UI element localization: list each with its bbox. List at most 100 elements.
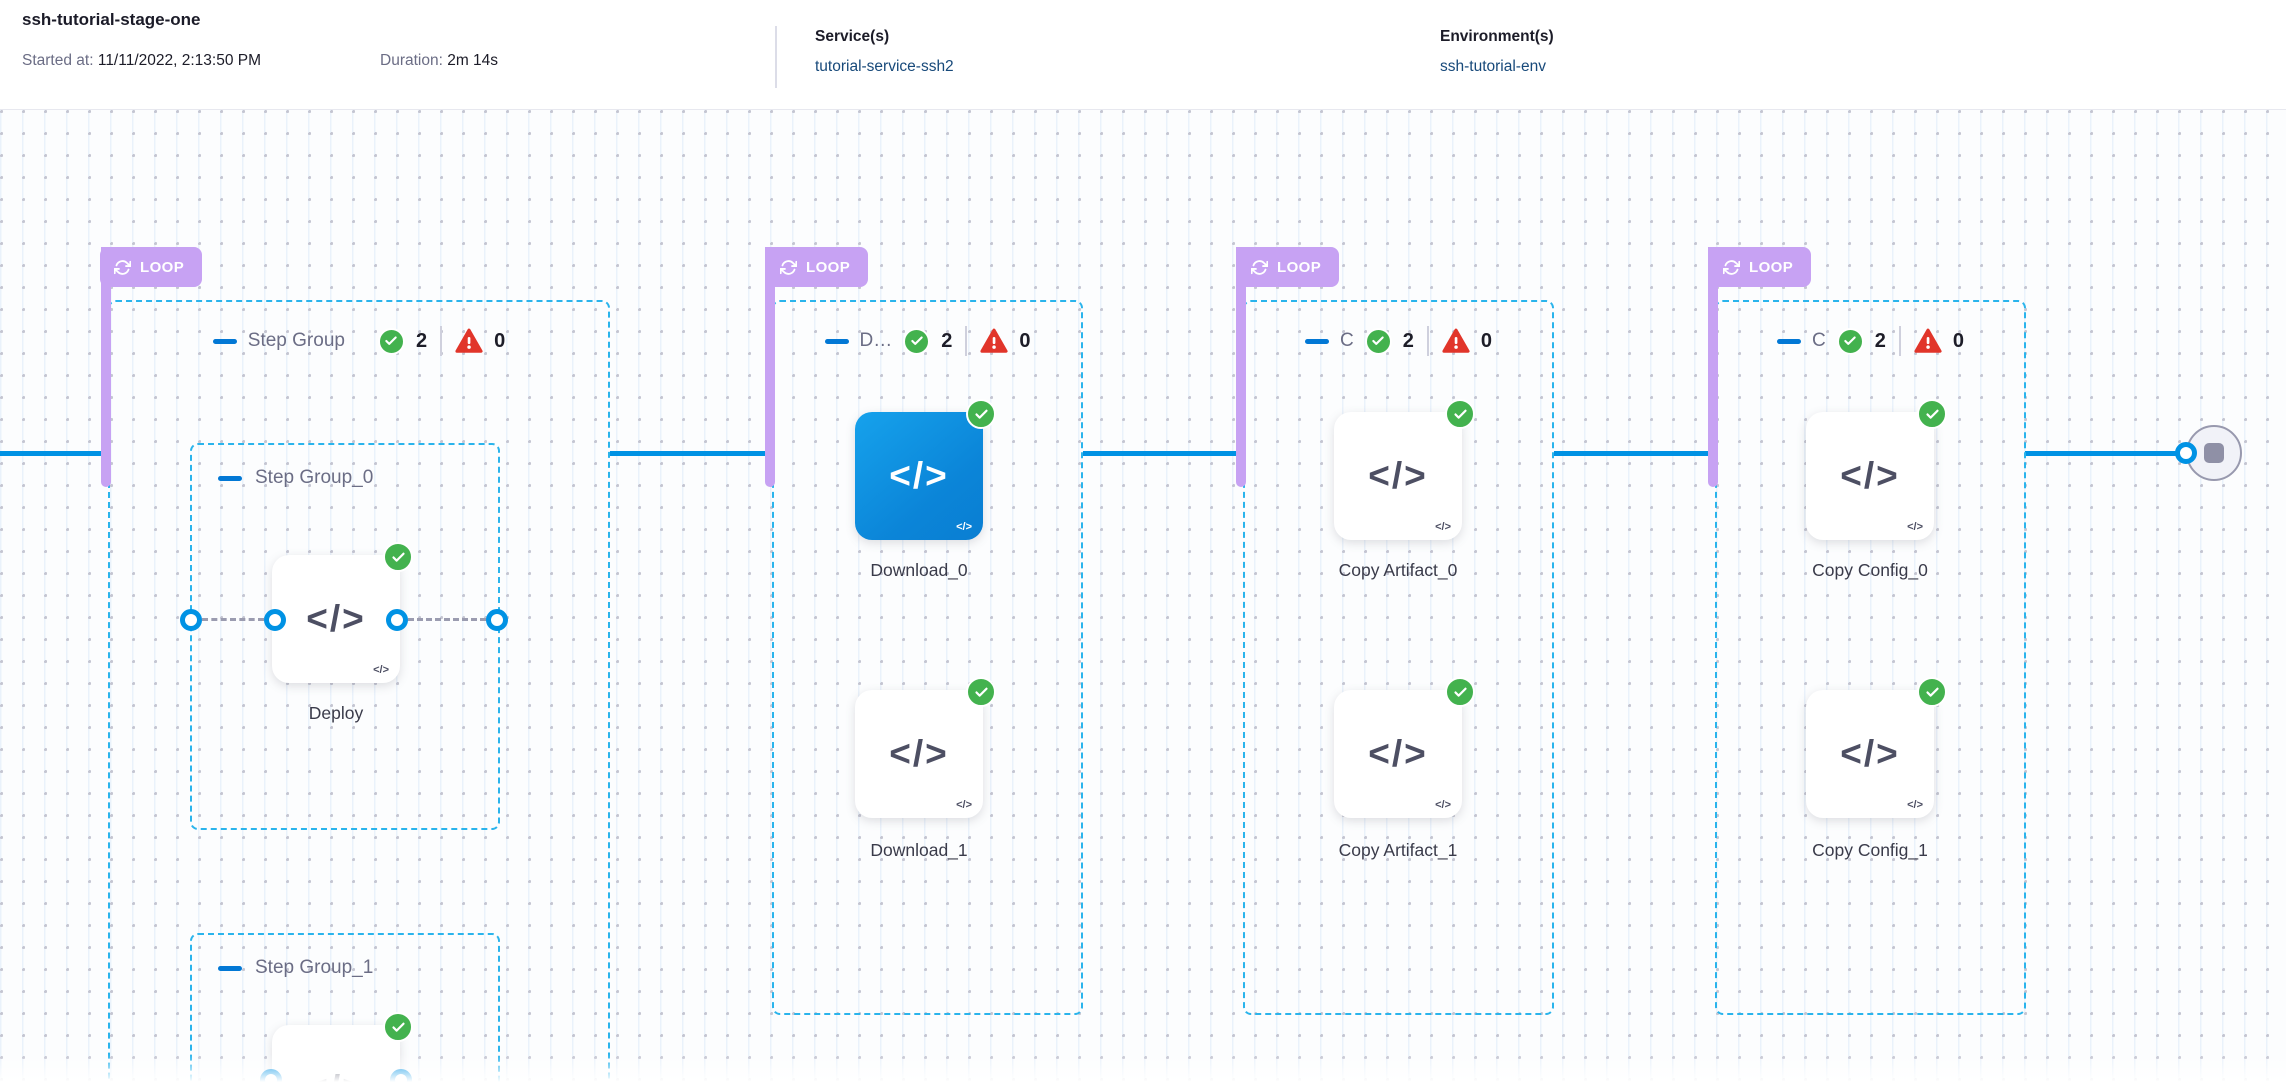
- loop-strip: [1708, 247, 1718, 487]
- code-icon: </>: [889, 733, 949, 774]
- step-node-deploy[interactable]: </> </>: [272, 542, 413, 683]
- success-count: 2: [941, 329, 953, 352]
- loop-badge-label: LOOP: [806, 258, 851, 276]
- step-node-copy-artifact-0[interactable]: </> </>: [1334, 399, 1475, 540]
- stage-group-copy-artifact: C 2 0: [1243, 300, 1554, 1015]
- code-icon-small: </>: [373, 664, 389, 676]
- check-icon: [391, 1022, 405, 1032]
- loop-badge-label: LOOP: [140, 258, 185, 276]
- code-icon-small: </>: [1435, 799, 1451, 811]
- group-header: C 2 0: [1245, 326, 1552, 356]
- step-node-partial[interactable]: </>: [272, 1012, 413, 1082]
- loop-badge: LOOP: [1709, 247, 1812, 287]
- step-group-1: Step Group_1: [190, 933, 500, 1082]
- step-node-label: Download_0: [870, 560, 968, 580]
- started-at-value: 11/11/2022, 2:13:50 PM: [97, 52, 262, 69]
- success-badge: [966, 399, 996, 429]
- count-divider: [440, 326, 443, 356]
- code-icon: </>: [1840, 733, 1900, 774]
- success-badge: [966, 677, 996, 707]
- connector-dot: [486, 609, 508, 631]
- success-count: 2: [415, 329, 428, 352]
- duration-value: 2m 14s: [447, 52, 499, 69]
- group-header: C 2 0: [1717, 326, 2024, 356]
- group-name: C: [1812, 330, 1826, 351]
- collapse-icon[interactable]: [824, 338, 849, 344]
- connector-line: [1083, 451, 1244, 456]
- success-badge: [383, 542, 413, 572]
- step-node-copy-config-0[interactable]: </> </>: [1806, 399, 1947, 540]
- stage-title: ssh-tutorial-stage-one: [22, 10, 201, 29]
- step-node-label: Deploy: [308, 703, 364, 723]
- connector-line: [610, 451, 773, 456]
- failed-count: 0: [1019, 329, 1031, 352]
- warning-icon: [1914, 328, 1942, 353]
- check-icon: [974, 687, 988, 697]
- connector-line: [0, 451, 101, 456]
- collapse-icon[interactable]: [1777, 338, 1801, 344]
- collapse-icon[interactable]: [218, 475, 242, 481]
- step-group-name: Step Group_1: [255, 957, 374, 978]
- failed-count: 0: [1952, 329, 1964, 352]
- environment-link[interactable]: ssh-tutorial-env: [1440, 58, 1546, 75]
- loop-icon: [1251, 259, 1268, 275]
- check-icon: [1453, 687, 1467, 697]
- check-icon: [1844, 336, 1856, 345]
- connector-line: [2025, 451, 2186, 456]
- check-icon: [1925, 687, 1939, 697]
- code-icon-small: </>: [956, 521, 972, 533]
- failed-count: 0: [1480, 329, 1492, 352]
- loop-strip: [101, 247, 111, 487]
- success-badge: [1364, 327, 1392, 355]
- success-badge: [1917, 677, 1947, 707]
- success-count: 2: [1874, 329, 1886, 352]
- service-link[interactable]: tutorial-service-ssh2: [815, 58, 954, 75]
- count-divider: [965, 326, 968, 356]
- collapse-icon[interactable]: [218, 965, 242, 971]
- stop-square-icon: [2204, 443, 2224, 463]
- code-icon-small: </>: [1907, 521, 1923, 533]
- group-name: Step Group: [247, 330, 345, 351]
- code-icon: </>: [1368, 455, 1428, 496]
- started-at: Started at: 11/11/2022, 2:13:50 PM: [22, 52, 262, 69]
- loop-badge: LOOP: [1237, 247, 1340, 287]
- loop-badge-label: LOOP: [1749, 258, 1794, 276]
- loop-strip: [765, 247, 775, 487]
- code-icon: </>: [306, 1068, 366, 1082]
- group-name: D…: [859, 330, 893, 351]
- warning-icon: [1442, 328, 1470, 353]
- step-group-name: Step Group_0: [255, 467, 374, 488]
- success-badge: [377, 327, 405, 355]
- stage-details-header: ssh-tutorial-stage-one Started at: 11/11…: [0, 0, 2286, 110]
- environments-label: Environment(s): [1440, 28, 1554, 45]
- pipeline-canvas[interactable]: LOOP Step Group 2 0 Step Group_0 </> </>: [0, 110, 2286, 1082]
- collapse-icon[interactable]: [1305, 338, 1329, 344]
- step-group-0: Step Group_0: [190, 443, 500, 830]
- step-group-header: Step Group_0: [218, 467, 498, 489]
- step-node-label: Copy Config_0: [1812, 560, 1928, 580]
- loop-icon: [114, 259, 131, 275]
- success-count: 2: [1402, 329, 1414, 352]
- group-header: Step Group 2 0: [110, 326, 608, 356]
- stage-group-download: D… 2 0: [772, 300, 1083, 1015]
- services-label: Service(s): [815, 28, 890, 45]
- connector-dot: [386, 609, 408, 631]
- step-node-download-1[interactable]: </> </>: [855, 677, 996, 818]
- success-badge: [383, 1012, 413, 1042]
- connector-dashed-line: [408, 618, 486, 621]
- connector-dot: [264, 609, 286, 631]
- loop-badge: LOOP: [766, 247, 869, 287]
- group-name: C: [1340, 330, 1354, 351]
- collapse-icon[interactable]: [212, 338, 237, 344]
- step-node-copy-config-1[interactable]: </> </>: [1806, 677, 1947, 818]
- success-badge: [1917, 399, 1947, 429]
- check-icon: [1453, 409, 1467, 419]
- code-icon-small: </>: [1435, 521, 1451, 533]
- code-icon: </>: [306, 598, 366, 639]
- check-icon: [1925, 409, 1939, 419]
- step-node-copy-artifact-1[interactable]: </> </>: [1334, 677, 1475, 818]
- loop-badge-label: LOOP: [1277, 258, 1322, 276]
- step-node-download-0[interactable]: </> </>: [855, 399, 996, 540]
- step-node-label: Download_1: [870, 840, 968, 860]
- loop-icon: [1723, 259, 1740, 275]
